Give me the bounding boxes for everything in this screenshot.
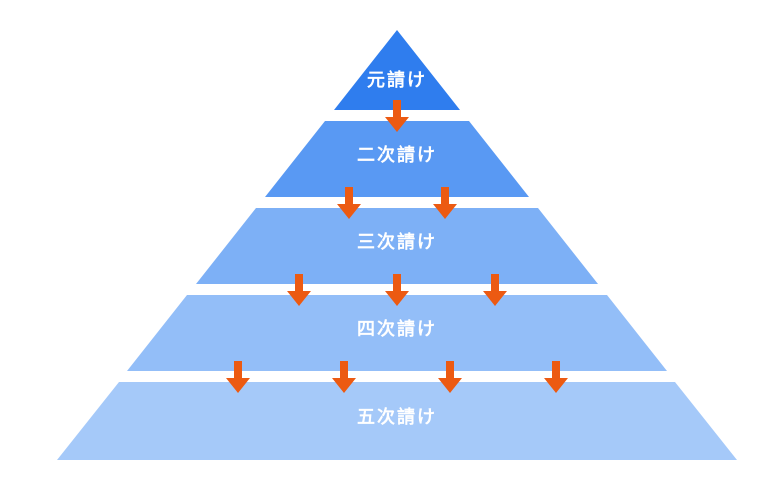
down-arrow-icon — [385, 99, 409, 132]
down-arrow-icon — [385, 273, 409, 306]
down-arrow-icon — [544, 360, 568, 393]
level-3-label: 三次請け — [357, 232, 437, 252]
subcontracting-pyramid: 元請け 二次請け 三次請け 四次請け 五次請け — [57, 30, 737, 460]
pyramid-level-1: 元請け — [334, 30, 460, 110]
level-2-label: 二次請け — [357, 145, 437, 165]
down-arrow-icon — [332, 360, 356, 393]
level-5-label: 五次請け — [357, 407, 437, 427]
level-4-label: 四次請け — [357, 319, 437, 339]
down-arrow-icon — [438, 360, 462, 393]
down-arrow-icon — [337, 186, 361, 219]
level-1-label: 元請け — [367, 70, 427, 90]
pyramid-level-2: 二次請け — [265, 121, 529, 197]
pyramid-level-5: 五次請け — [57, 382, 737, 460]
down-arrow-icon — [287, 273, 311, 306]
down-arrow-icon — [483, 273, 507, 306]
pyramid-level-4: 四次請け — [127, 295, 667, 371]
down-arrow-icon — [226, 360, 250, 393]
down-arrow-icon — [433, 186, 457, 219]
pyramid-level-3: 三次請け — [196, 208, 598, 284]
